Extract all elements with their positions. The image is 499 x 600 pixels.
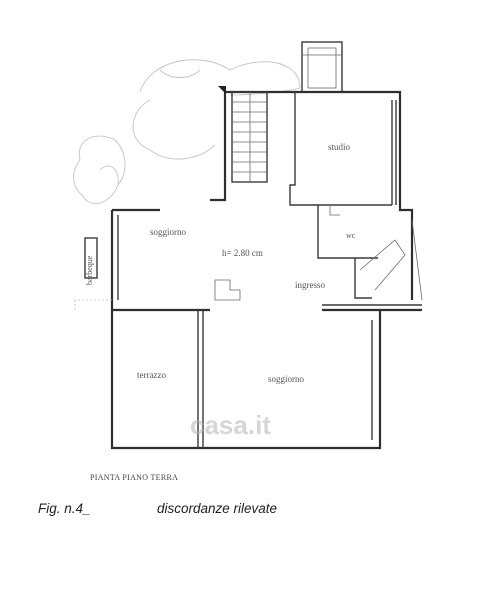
plan-caption: PIANTA PIANO TERRA bbox=[90, 473, 179, 482]
room-label-terrazzo: terrazzo bbox=[137, 370, 166, 380]
room-label-soggiorno-upper: soggiorno bbox=[150, 227, 187, 237]
ceiling-height-label: h= 2.80 cm bbox=[222, 248, 263, 258]
figure-title: discordanze rilevate bbox=[157, 501, 278, 516]
room-label-studio: studio bbox=[328, 142, 351, 152]
room-label-wc: wc bbox=[346, 231, 356, 240]
internal-stairs bbox=[231, 91, 268, 183]
ingresso-elements bbox=[74, 215, 423, 310]
barbeque-block bbox=[84, 237, 98, 279]
stair-platform bbox=[301, 41, 343, 93]
figure-label: Fig. n.4_ bbox=[38, 501, 91, 516]
corner-mark bbox=[218, 86, 226, 94]
room-label-barbeque: barbeque bbox=[85, 255, 94, 285]
studio-walls bbox=[289, 92, 397, 259]
watermark: casa.it bbox=[190, 410, 271, 440]
room-label-soggiorno-lower: soggiorno bbox=[268, 374, 305, 384]
room-label-ingresso: ingresso bbox=[295, 280, 325, 290]
outer-walls bbox=[110, 90, 422, 450]
